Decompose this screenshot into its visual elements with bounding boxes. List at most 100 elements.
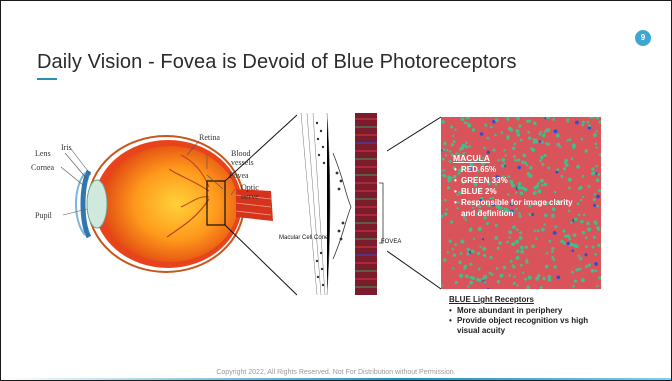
cone-dot — [544, 131, 547, 134]
cone-dot — [580, 199, 582, 201]
cone-dot — [499, 274, 503, 278]
macula-info: MACULA RED 65% GREEN 33% BLUE 2% Respons… — [453, 153, 579, 219]
cone-dot — [579, 267, 582, 270]
cone-dot — [495, 118, 499, 122]
cone-dot — [483, 281, 486, 284]
cone-dot — [588, 263, 591, 266]
cone-dot — [513, 276, 515, 278]
cone-dot — [553, 265, 556, 268]
cone-dot — [592, 246, 595, 249]
cone-dot — [454, 129, 456, 131]
cone-dot — [572, 144, 576, 148]
cone-dot — [573, 233, 576, 236]
cone-dot — [466, 146, 469, 149]
cone-dot — [521, 247, 524, 250]
cone-dot — [525, 260, 528, 263]
cone-dot — [467, 248, 470, 251]
cone-dot — [553, 231, 557, 235]
cone-dot — [465, 274, 469, 278]
macula-item-green: GREEN 33% — [453, 175, 579, 186]
cone-dot — [580, 220, 584, 224]
cone-dot — [506, 241, 509, 244]
cone-dot — [575, 120, 579, 124]
cone-dot — [542, 277, 545, 280]
cone-dot — [465, 141, 468, 144]
cone-dot — [527, 131, 530, 134]
cone-dot — [503, 149, 505, 151]
cone-dot — [503, 266, 506, 269]
cone-dot — [460, 240, 464, 244]
cone-dot — [473, 238, 475, 240]
cone-dot — [495, 224, 498, 227]
cone-dot — [551, 250, 554, 253]
cone-dot — [596, 226, 599, 229]
cone-dot — [546, 128, 550, 132]
cone-dot — [585, 265, 588, 268]
cone-dot — [449, 160, 452, 163]
cone-dot — [508, 127, 512, 131]
cone-dot — [443, 142, 446, 145]
cone-dot — [498, 241, 502, 245]
cone-dot — [551, 256, 554, 259]
cone-dot — [454, 243, 457, 246]
cone-dot — [537, 229, 540, 232]
cone-dot — [447, 186, 450, 189]
blue-receptors-heading: BLUE Light Receptors — [449, 295, 597, 305]
cone-dot — [567, 234, 571, 238]
cone-dot — [591, 168, 594, 171]
cone-dot — [491, 273, 494, 276]
cone-dot — [528, 137, 531, 140]
cone-dot — [446, 149, 448, 151]
cone-dot — [460, 146, 464, 150]
cone-dot — [520, 139, 523, 142]
cone-dot — [464, 121, 467, 124]
cone-dot — [500, 131, 503, 134]
cone-dot — [542, 134, 545, 137]
cone-dot — [525, 246, 528, 249]
cone-dot — [571, 271, 574, 274]
cone-dot — [570, 222, 572, 224]
cone-dot — [483, 147, 486, 150]
cone-dot — [490, 126, 493, 129]
cone-dot — [511, 242, 515, 246]
cone-dot — [593, 198, 596, 201]
cone-dot — [594, 221, 598, 225]
cone-dot — [591, 269, 595, 273]
cone-dot — [572, 285, 575, 288]
cone-dot — [447, 176, 451, 180]
blue-receptors-info: BLUE Light Receptors More abundant in pe… — [449, 295, 597, 336]
cone-dot — [451, 143, 454, 146]
cone-dot — [586, 222, 589, 225]
cone-dot — [595, 165, 597, 167]
cone-dot — [574, 280, 577, 283]
cone-dot — [531, 148, 535, 152]
cone-dot — [596, 285, 598, 287]
cone-dot — [517, 133, 521, 137]
cone-dot — [497, 280, 500, 283]
macula-heading: MACULA — [453, 153, 579, 164]
cone-dot — [452, 267, 454, 269]
cone-dot — [568, 238, 571, 241]
cone-dot — [585, 245, 588, 248]
cone-dot — [546, 252, 548, 254]
cone-dot — [597, 205, 600, 208]
cone-dot — [512, 264, 514, 266]
cone-dot — [582, 231, 586, 235]
cone-dot — [484, 123, 487, 126]
cone-dot — [594, 253, 597, 256]
cone-dot — [476, 278, 479, 281]
cone-dot — [552, 118, 555, 121]
cone-dot — [483, 254, 486, 257]
macula-item-responsible: Responsible for image clarity and defini… — [453, 197, 579, 219]
cone-dot — [593, 133, 597, 137]
cone-dot — [526, 285, 530, 289]
cone-dot — [506, 117, 510, 121]
cone-dot — [489, 256, 492, 259]
cone-dot — [524, 278, 527, 281]
blue-receptors-list: More abundant in periphery Provide objec… — [449, 306, 597, 336]
cone-dot — [467, 285, 470, 288]
cone-dot — [519, 236, 523, 240]
cone-dot — [566, 139, 568, 141]
cone-dot — [479, 246, 481, 248]
